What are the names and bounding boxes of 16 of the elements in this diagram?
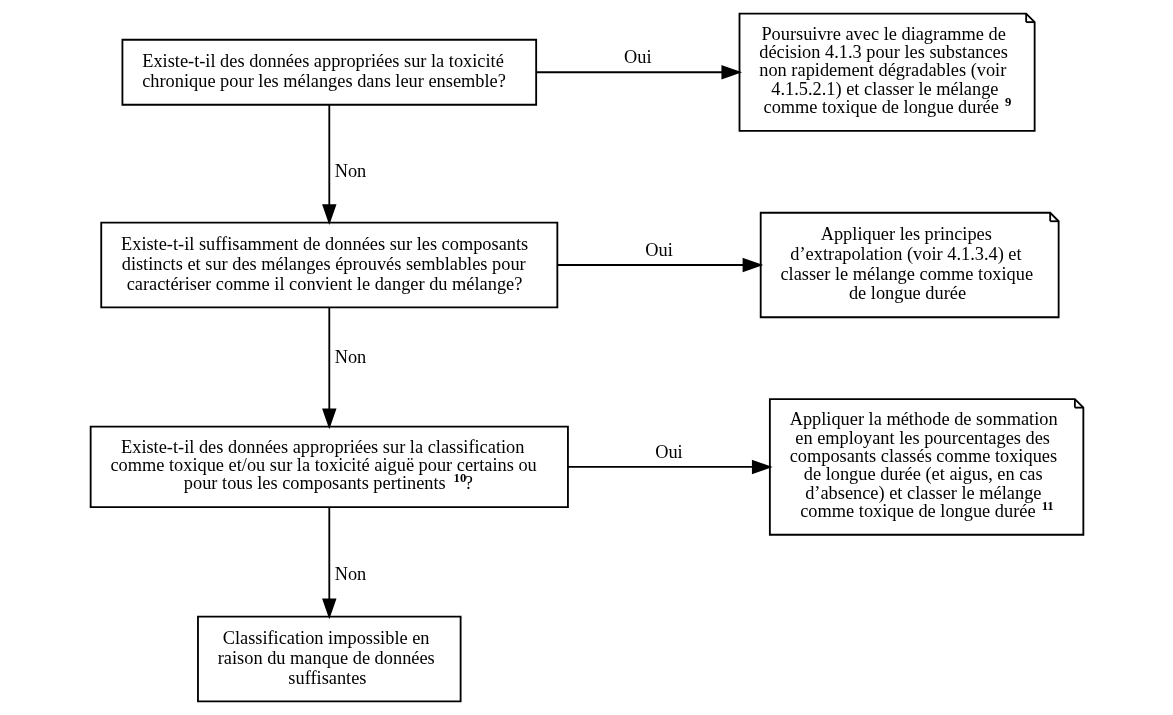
node-box: Existe-t-il des données appropriées sur la toxicité chronique pour les mélanges dans leur ensemble?: [121, 38, 537, 106]
arrow: [321, 306, 336, 430]
edge-label: Non: [334, 347, 366, 368]
arrow: [534, 65, 742, 80]
arrow: [556, 257, 763, 273]
node-box: Existe-t-il des données appropriées sur la classification comme toxique et/ou sur la toxicité aiguë pour certains ou pour tous les composants pertinents$^{10}$?: [89, 425, 569, 509]
arrow: [321, 104, 336, 225]
edge-label: Oui: [623, 46, 652, 67]
arrow: [321, 506, 336, 620]
arrow: [566, 459, 773, 475]
node-box: Existe-t-il suffisamment de données sur les composants distincts et sur des mélanges éprouvés semblables pour caractériser comme il convient le danger du mélange?: [99, 221, 558, 309]
edge-label: Non: [334, 564, 366, 585]
node-box: Classification impossible en raison du manque de données suffisantes: [196, 615, 462, 703]
edge-label: Oui: [654, 441, 683, 462]
edge-label: Non: [334, 160, 366, 181]
edge-label: Oui: [644, 239, 673, 260]
